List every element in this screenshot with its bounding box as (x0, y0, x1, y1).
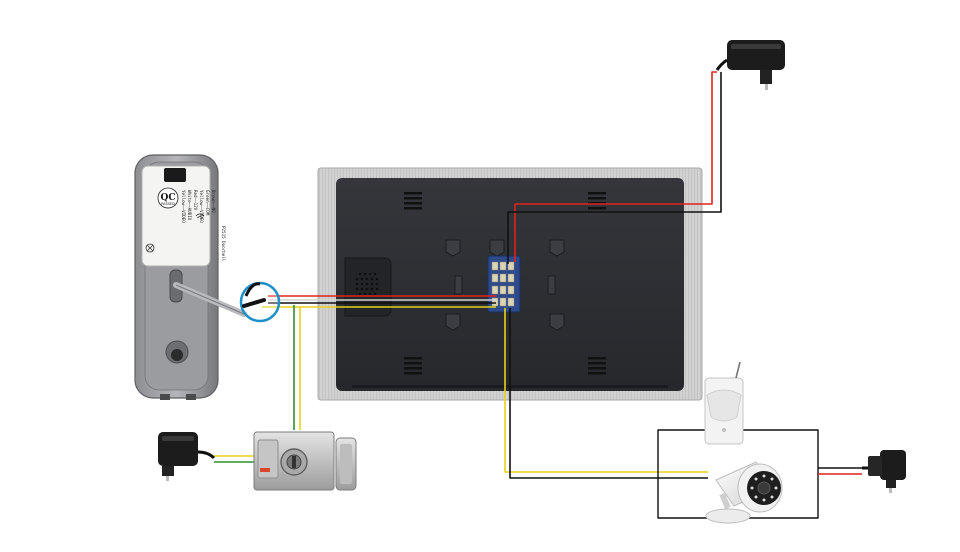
monitor-bottom-vent-right (588, 357, 606, 375)
wire-camera-black (509, 308, 708, 479)
lock-power-adapter (158, 432, 216, 481)
monitor-power-adapter (715, 40, 785, 90)
trash-bin-mark-icon (145, 243, 155, 253)
monitor-top-vent-left (404, 192, 422, 210)
wire-power-black (507, 72, 722, 264)
electric-lock (253, 431, 357, 491)
monitor-bottom-vent-left (404, 357, 422, 375)
doorbell-label-right-2: Green——COM (205, 190, 210, 216)
camera-power-adapter (862, 450, 906, 493)
cable-highlight-circle (239, 281, 281, 323)
doorbell-label-sticker (141, 165, 211, 267)
monitor-mounting-slots (445, 239, 565, 331)
doorbell-label-left-2: White——AUDIO (187, 190, 192, 221)
doorbell-label-id: P2515 Doorbell (221, 226, 226, 262)
wire-camera-yellow (504, 308, 708, 473)
monitor-speaker (344, 257, 392, 317)
wifi-mark-icon (195, 213, 205, 219)
doorbell-label-left-3: Yellow——VIDEO (181, 190, 186, 223)
doorbell-label-right-1: Yellow——VIDEO (199, 190, 204, 223)
wires (214, 71, 862, 519)
monitor-terminal-block (487, 255, 521, 313)
qc-badge-text: QC (160, 193, 175, 203)
qc-badge-subtext: PASSED (161, 202, 175, 206)
outdoor-doorbell: QC PASSED Red——12V White——AUDIO Yellow——… (134, 154, 247, 400)
wire-sensor-loop (657, 429, 819, 519)
doorbell-label-right-3: Brown——NO (211, 190, 216, 213)
motion-sensor (704, 361, 744, 445)
qc-badge (157, 187, 179, 209)
bullet-camera (705, 461, 783, 524)
doorbell-label-left-1: Red——12V (193, 190, 198, 211)
indoor-monitor (317, 167, 703, 401)
wire-power-red (514, 71, 717, 262)
